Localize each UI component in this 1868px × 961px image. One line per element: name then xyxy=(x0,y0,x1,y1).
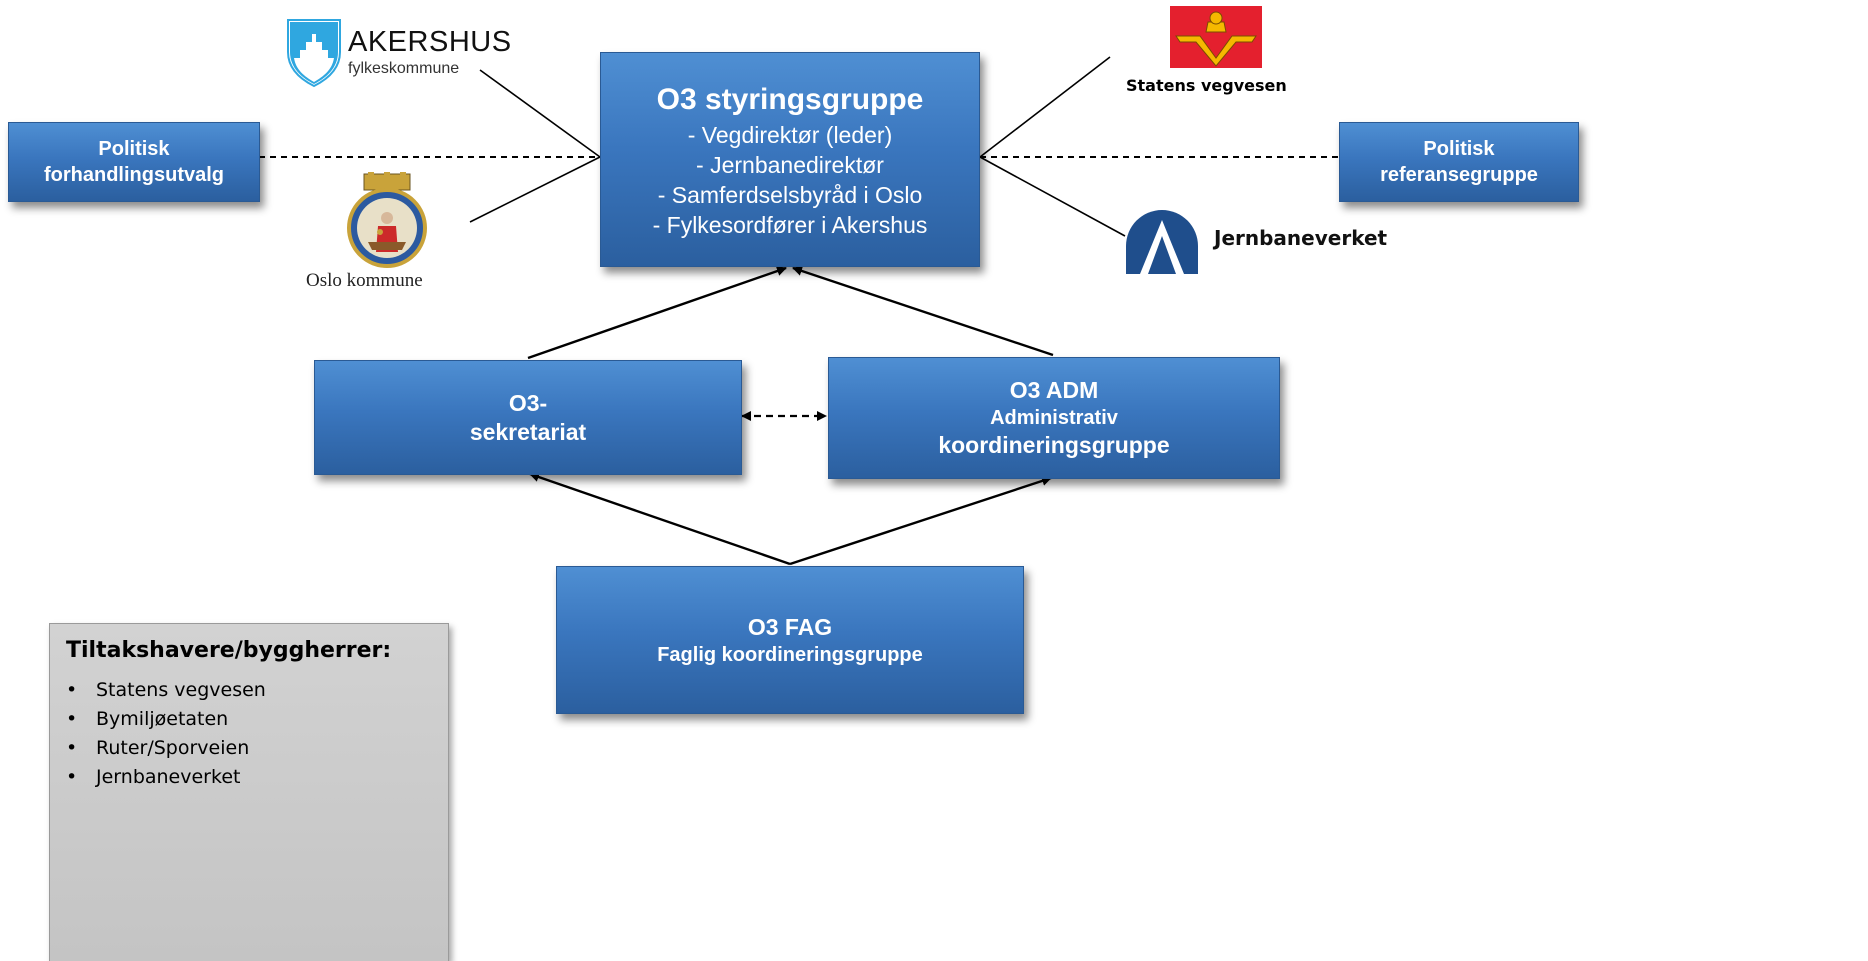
svv-crest-icon xyxy=(1170,6,1262,68)
bullet: • xyxy=(66,737,78,759)
line-oslo xyxy=(469,156,601,223)
arrow-adm-styring xyxy=(792,266,1054,357)
adm-line1: O3 ADM xyxy=(1009,377,1099,403)
fag-line1: O3 FAG xyxy=(747,613,833,640)
styringsgruppe-box: O3 styringsgruppe - Vegdirektør (leder) … xyxy=(600,52,980,267)
politisk-forhandlingsutvalg-box: Politisk forhandlingsutvalg xyxy=(8,122,260,202)
arrow-fag-adm xyxy=(789,476,1052,566)
politisk-referanse-line2: referansegruppe xyxy=(1380,164,1538,186)
adm-line2: Administrativ xyxy=(990,407,1118,429)
list-item: • Statens vegvesen xyxy=(66,676,266,705)
bullet: • xyxy=(66,679,78,701)
akershus-logo: AKERSHUS fylkeskommune xyxy=(286,18,511,94)
sekretariat-box: O3- sekretariat xyxy=(314,360,742,475)
list-item: • Ruter/Sporveien xyxy=(66,734,266,763)
list-item-label: Ruter/Sporveien xyxy=(96,737,250,759)
akershus-sub: fylkeskommune xyxy=(348,60,460,77)
line-jbv xyxy=(979,156,1126,237)
sekretariat-line1: O3- xyxy=(508,389,548,416)
tiltakshavere-heading: Tiltakshavere/byggherrer: xyxy=(66,638,392,663)
arrow-fag-sekretariat xyxy=(529,472,791,566)
styringsgruppe-member: - Samferdselsbyråd i Oslo xyxy=(657,181,923,208)
jernbaneverket-logo: Jernbaneverket xyxy=(1124,206,1424,274)
politisk-referansegruppe-box: Politisk referansegruppe xyxy=(1339,122,1579,202)
arrow-sekretariat-styring xyxy=(527,266,787,360)
svv-name: Statens vegvesen xyxy=(1126,76,1287,95)
tiltakshavere-panel: Tiltakshavere/byggherrer: • Statens vegve… xyxy=(49,623,449,961)
statens-vegvesen-logo: Statens vegvesen xyxy=(1120,6,1320,96)
list-item-label: Statens vegvesen xyxy=(96,679,266,701)
oslo-name: Oslo kommune xyxy=(306,270,423,291)
styringsgruppe-member: - Vegdirektør (leder) xyxy=(687,121,893,148)
adm-box: O3 ADM Administrativ koordineringsgruppe xyxy=(828,357,1280,479)
politisk-referanse-line1: Politisk xyxy=(1423,138,1495,160)
list-item: • Bymiljøetaten xyxy=(66,705,266,734)
styringsgruppe-title: O3 styringsgruppe xyxy=(656,82,924,116)
oslo-seal-icon xyxy=(347,172,427,268)
jbv-name: Jernbaneverket xyxy=(1214,226,1388,250)
adm-line3: koordineringsgruppe xyxy=(938,432,1170,458)
sekretariat-line2: sekretariat xyxy=(469,418,587,445)
list-item-label: Bymiljøetaten xyxy=(96,708,229,730)
bullet: • xyxy=(66,766,78,788)
styringsgruppe-member: - Fylkesordfører i Akershus xyxy=(652,211,928,238)
akershus-shield-icon xyxy=(287,19,341,88)
jbv-track-icon xyxy=(1126,210,1198,274)
line-akershus xyxy=(479,69,601,158)
styringsgruppe-member: - Jernbanedirektør xyxy=(696,151,884,178)
fag-box: O3 FAG Faglig koordineringsgruppe xyxy=(556,566,1024,714)
fag-line2: Faglig koordineringsgruppe xyxy=(657,643,923,666)
bullet: • xyxy=(66,708,78,730)
line-svv xyxy=(979,56,1111,158)
akershus-name: AKERSHUS xyxy=(348,26,512,58)
tiltakshavere-list: • Statens vegvesen • Bymiljøetaten • Ruter/… xyxy=(66,676,266,792)
oslo-logo: Oslo kommune xyxy=(300,170,470,295)
list-item: • Jernbaneverket xyxy=(66,763,266,792)
politisk-forhandling-line1: Politisk xyxy=(98,138,170,160)
politisk-forhandling-line2: forhandlingsutvalg xyxy=(44,164,224,186)
list-item-label: Jernbaneverket xyxy=(96,766,241,788)
